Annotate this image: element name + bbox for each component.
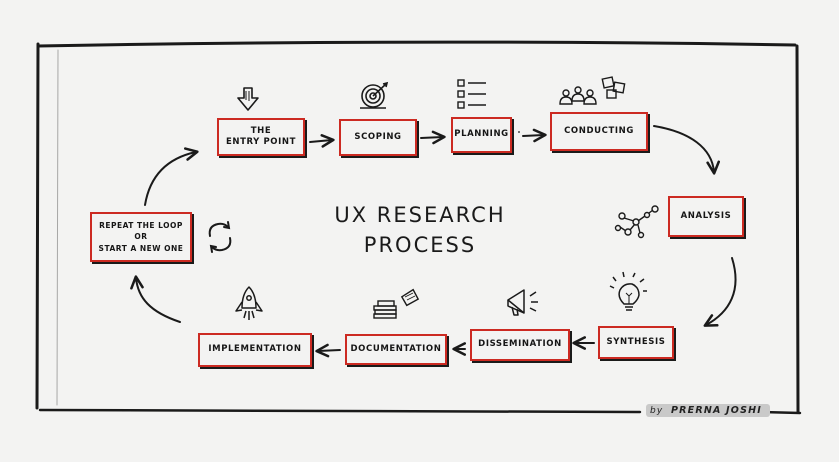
step-scoping: Scoping	[339, 119, 417, 156]
entry-point-line1: The	[250, 125, 272, 136]
entry-point-line2: Entry Point	[225, 137, 297, 147]
lightbulb-icon	[609, 271, 647, 311]
step-dissemination: Dissemination	[470, 329, 570, 361]
network-icon	[614, 205, 659, 239]
rocket-icon	[235, 286, 263, 320]
credit-author: PRERNA JOSHI	[670, 405, 762, 416]
arrow-entry-to-scoping	[309, 134, 335, 148]
planning-label: Planning	[454, 129, 509, 140]
step-synthesis: Synthesis	[598, 326, 674, 359]
people-icon	[559, 76, 626, 105]
documentation-label: Documentation	[350, 343, 442, 354]
step-analysis: Analysis	[668, 196, 744, 237]
refresh-icon	[208, 221, 232, 253]
arrow-conducting-to-analysis	[653, 125, 721, 175]
diagram-title-line2: PROCESS	[363, 233, 477, 257]
frame-border	[35, 40, 802, 415]
flow-arrows	[130, 125, 737, 358]
step-entry-point: The Entry Point	[217, 118, 305, 156]
analysis-label: Analysis	[680, 210, 732, 221]
repeat-line2: or	[134, 232, 148, 242]
target-icon	[360, 81, 389, 109]
arrow-repeat-to-entry	[144, 147, 199, 206]
diagram-title-line1: UX RESEARCH	[334, 203, 506, 227]
step-repeat-loop: Repeat the loop or start a new one	[90, 212, 192, 262]
arrow-implementation-to-repeat	[130, 275, 181, 323]
step-planning: Planning	[451, 117, 512, 153]
arrow-documentation-to-implementation	[315, 343, 341, 358]
conducting-label: Conducting	[564, 125, 634, 136]
repeat-line3: start a new one	[98, 243, 184, 253]
step-implementation: Implementation	[198, 333, 312, 367]
repeat-line1: Repeat the loop	[99, 220, 183, 230]
step-documentation: Documentation	[345, 334, 447, 365]
ink-dot	[518, 131, 520, 133]
down-arrow-icon	[237, 87, 259, 111]
credit-by: by	[650, 406, 664, 416]
arrow-planning-to-conducting	[522, 128, 547, 143]
megaphone-icon	[507, 289, 538, 316]
scoping-label: Scoping	[354, 131, 402, 142]
dissemination-label: Dissemination	[478, 339, 562, 350]
documents-icon	[373, 288, 420, 319]
arrow-analysis-to-synthesis	[703, 257, 737, 327]
arrow-scoping-to-planning	[420, 130, 446, 145]
author-credit: by PRERNA JOSHI	[646, 404, 770, 417]
step-conducting: Conducting	[550, 112, 648, 151]
synthesis-label: Synthesis	[606, 336, 666, 347]
implementation-label: Implementation	[208, 344, 302, 355]
checklist-icon	[457, 79, 486, 109]
